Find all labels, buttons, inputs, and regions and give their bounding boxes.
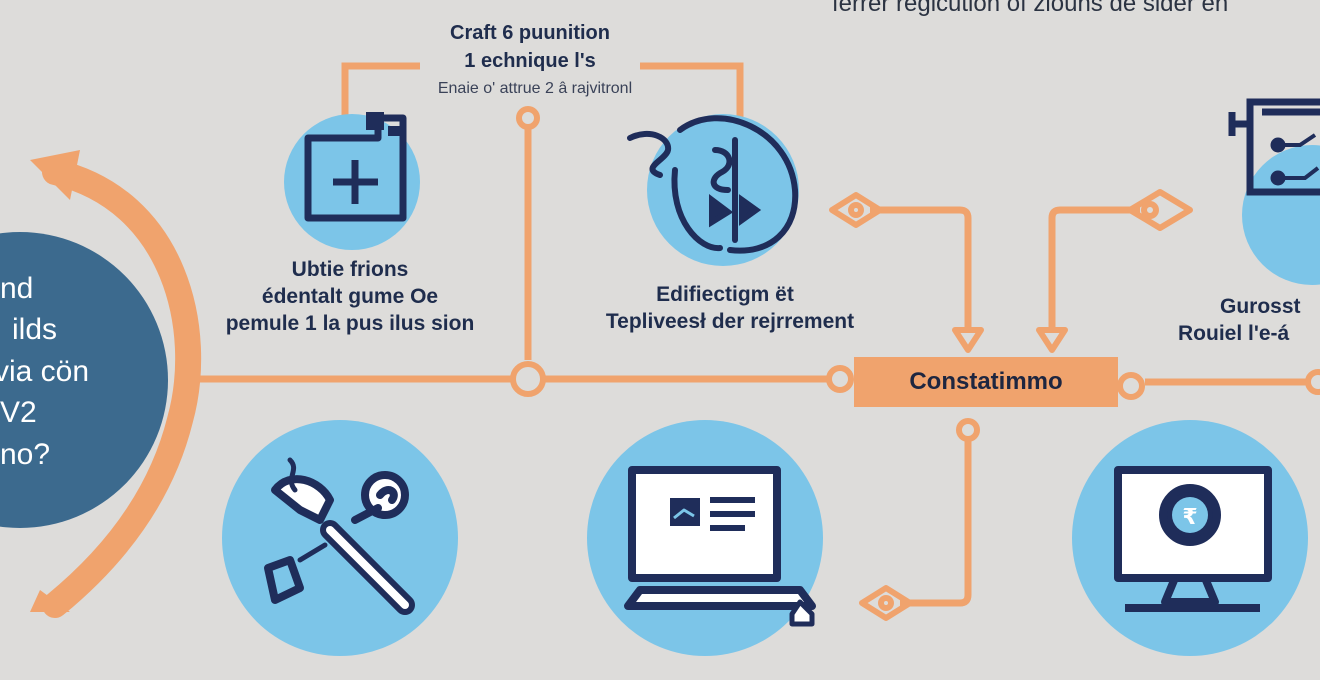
- connector-nodes: [510, 106, 1320, 442]
- node-circle-upper-right: [1242, 145, 1320, 285]
- upper-left-label-line2: édentalt gume Oe: [261, 285, 439, 308]
- svg-text:₹: ₹: [1182, 505, 1197, 530]
- left-hub-ring: [30, 150, 202, 618]
- wrench-icon: [264, 457, 415, 615]
- monitor-rupee-icon: ₹: [1114, 466, 1272, 612]
- upper-left-label-line3: pemule 1 la pus ilus sion: [225, 312, 475, 335]
- left-hub-line: nd: [0, 272, 34, 305]
- top-node-subtitle: Enaie o' attrue 2 â rajvitronl: [437, 80, 633, 97]
- top-node-title-line1: Craft 6 puunition: [450, 22, 610, 44]
- left-hub-line: via cön: [0, 354, 90, 388]
- upper-right-label-line1: Gurosst: [1220, 295, 1301, 318]
- upper-left-label-line1: Ubtie frions: [291, 258, 409, 281]
- top-caption: ferrer regicution of zlouns de sider en: [832, 0, 1229, 17]
- computer-icon: [624, 466, 816, 627]
- brain-icon: [627, 115, 799, 254]
- connector-lines: [180, 62, 1308, 607]
- circuit-board-icon: [1228, 98, 1320, 196]
- top-node-title-line2: 1 echnique l's: [464, 50, 596, 72]
- upper-middle-label-line2: Tepliveesł der rejrrement: [605, 310, 855, 333]
- upper-right-label-line2: Rouiel l'e-á: [1178, 322, 1290, 345]
- left-hub-line: no?: [0, 437, 51, 471]
- left-hub-line: ilds: [12, 313, 58, 347]
- left-hub-circle: [0, 232, 168, 528]
- left-hub-line: V2: [0, 396, 37, 430]
- medical-kit-icon: [304, 112, 407, 222]
- upper-middle-label-line1: Edifiectigm ët: [656, 283, 794, 306]
- center-hub-label: Constatimmo: [854, 357, 1118, 407]
- arrow-heads: [829, 189, 1193, 621]
- left-hub-text: nd ilds via cön V2 no?: [0, 268, 120, 475]
